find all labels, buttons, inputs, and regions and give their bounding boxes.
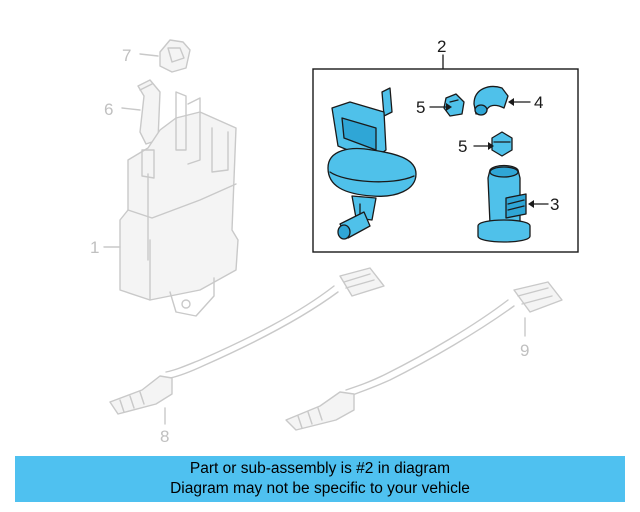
banner-line-1: Part or sub-assembly is #2 in diagram	[189, 460, 451, 477]
purge-valve[interactable]	[327, 87, 417, 240]
callout-2[interactable]: 2	[437, 37, 446, 56]
callout-6: 6	[104, 100, 113, 119]
callout-1: 1	[90, 238, 99, 257]
callout-3[interactable]: 3	[550, 195, 559, 214]
callout-4[interactable]: 4	[534, 93, 543, 112]
clip-5a[interactable]	[443, 93, 465, 117]
leader-5a	[429, 103, 452, 111]
banner-line-2: Diagram may not be specific to your vehi…	[170, 480, 470, 497]
assembly-2-box	[312, 68, 579, 253]
clip-5b[interactable]	[491, 131, 513, 157]
leader-5b	[473, 142, 494, 150]
part-8-sensor	[109, 267, 385, 415]
hose-4[interactable]	[473, 85, 509, 116]
part-9-sensor	[285, 281, 563, 431]
callout-8: 8	[160, 427, 169, 446]
callout-7: 7	[122, 46, 131, 65]
callout-5b[interactable]: 5	[458, 137, 467, 156]
leader-6	[121, 107, 141, 111]
part-1-canister	[119, 91, 239, 317]
callout-5a[interactable]: 5	[416, 98, 425, 117]
info-banner: Part or sub-assembly is #2 in diagram Di…	[15, 456, 625, 502]
leader-7	[139, 53, 159, 57]
part-7-cap	[159, 39, 191, 73]
filter-3[interactable]	[477, 164, 531, 243]
leader-3	[528, 200, 549, 208]
callout-9: 9	[520, 341, 529, 360]
leader-4	[508, 98, 531, 106]
